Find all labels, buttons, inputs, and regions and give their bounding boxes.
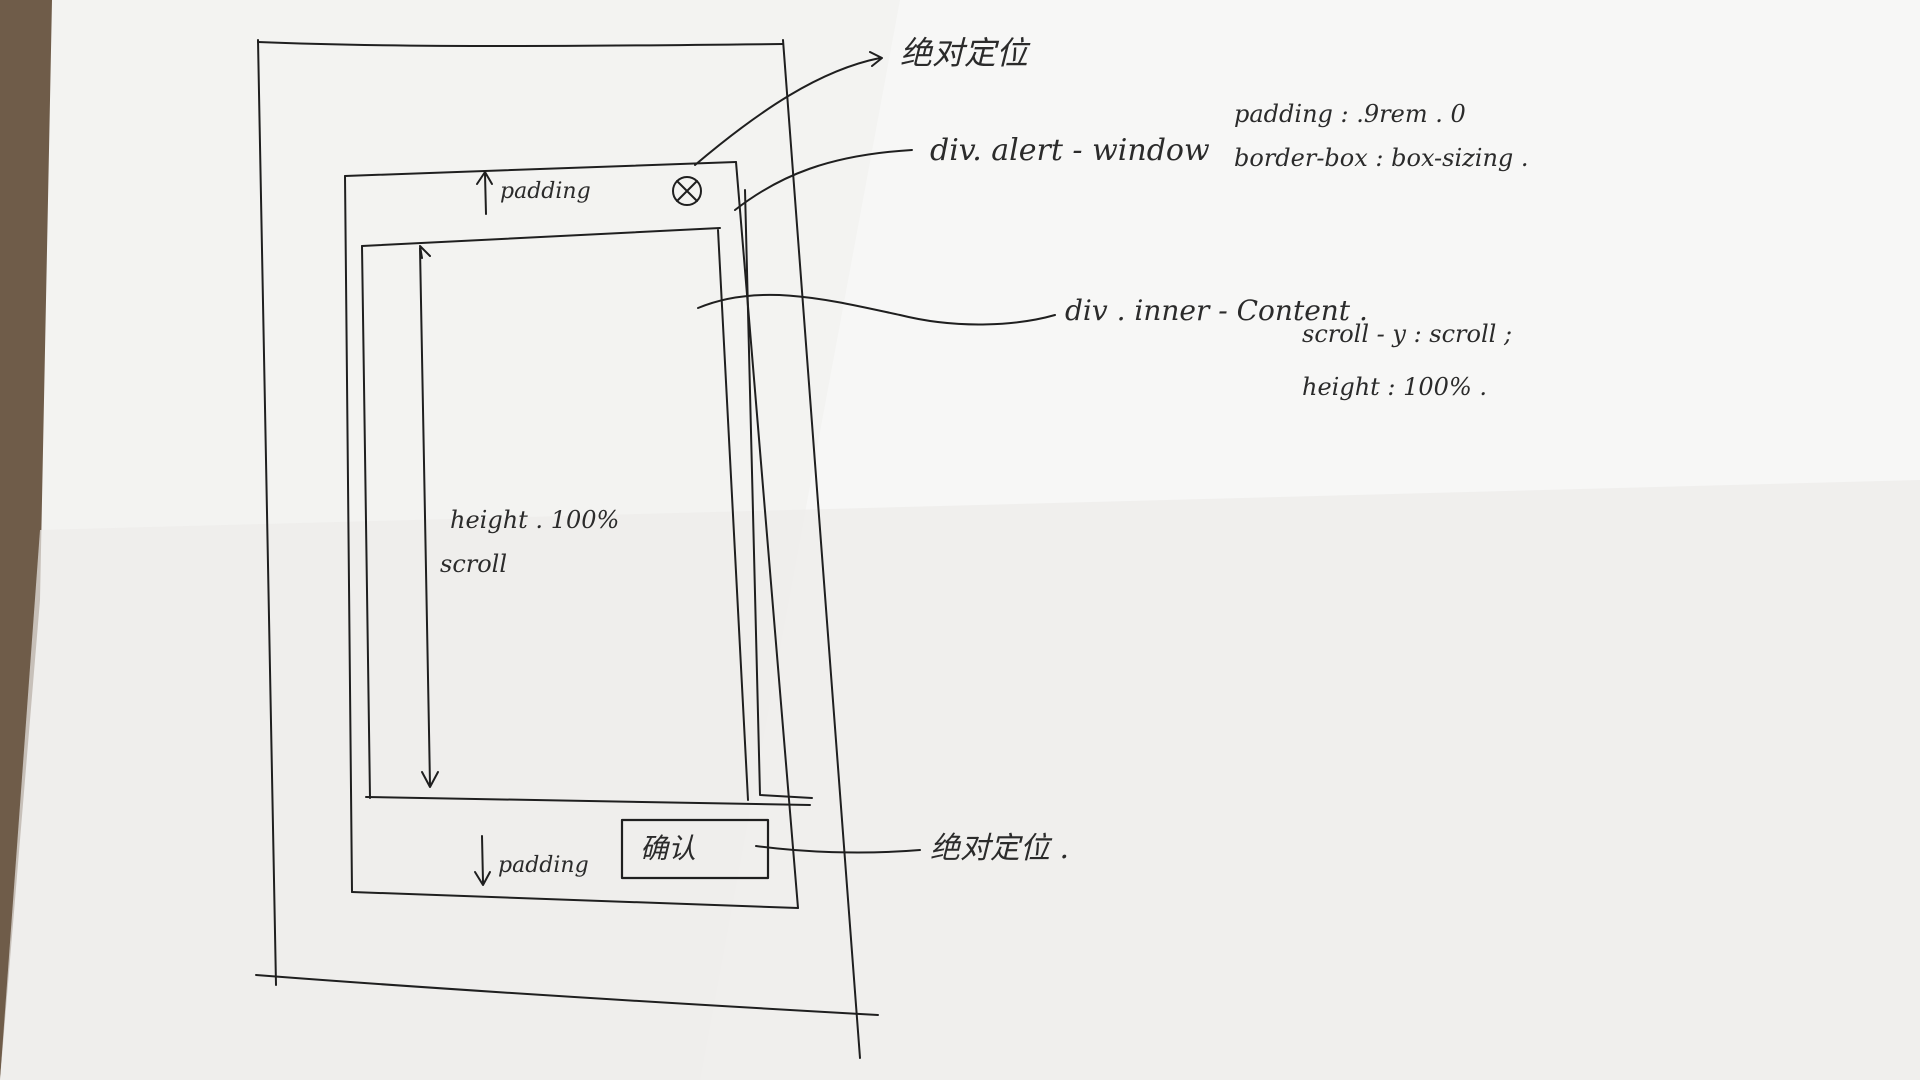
bottom-padding-arrow bbox=[474, 835, 491, 886]
confirm-button[interactable] bbox=[620, 818, 770, 880]
abs-position-top-label: 绝对定位 bbox=[900, 34, 1031, 72]
top-padding-label: padding bbox=[500, 179, 591, 204]
alert-window-css-1: padding : .9rem . 0 bbox=[1234, 100, 1466, 128]
inner-content-css-2: height : 100% . bbox=[1302, 373, 1487, 401]
inner-content-css-1: scroll - y : scroll ; bbox=[1302, 320, 1512, 348]
confirm-button-annotation: 绝对定位 . bbox=[930, 831, 1069, 866]
close-circle-icon[interactable] bbox=[672, 176, 702, 206]
inner-content-box bbox=[361, 227, 811, 806]
leader-lines bbox=[694, 51, 1056, 854]
alert-window-box bbox=[344, 161, 813, 909]
bottom-padding-label: padding bbox=[498, 853, 589, 878]
inner-height-label: height . 100% bbox=[450, 506, 619, 534]
top-padding-arrow bbox=[476, 171, 493, 215]
alert-window-name: div. alert - window bbox=[930, 133, 1210, 168]
inner-content-name: div . inner - Content . bbox=[1065, 294, 1368, 327]
inner-height-arrow bbox=[419, 245, 439, 788]
confirm-button-label: 确认 bbox=[640, 832, 696, 865]
inner-scroll-label: scroll bbox=[440, 550, 507, 578]
outer-frame bbox=[255, 39, 879, 1059]
alert-window-css-2: border-box : box-sizing . bbox=[1234, 144, 1529, 172]
